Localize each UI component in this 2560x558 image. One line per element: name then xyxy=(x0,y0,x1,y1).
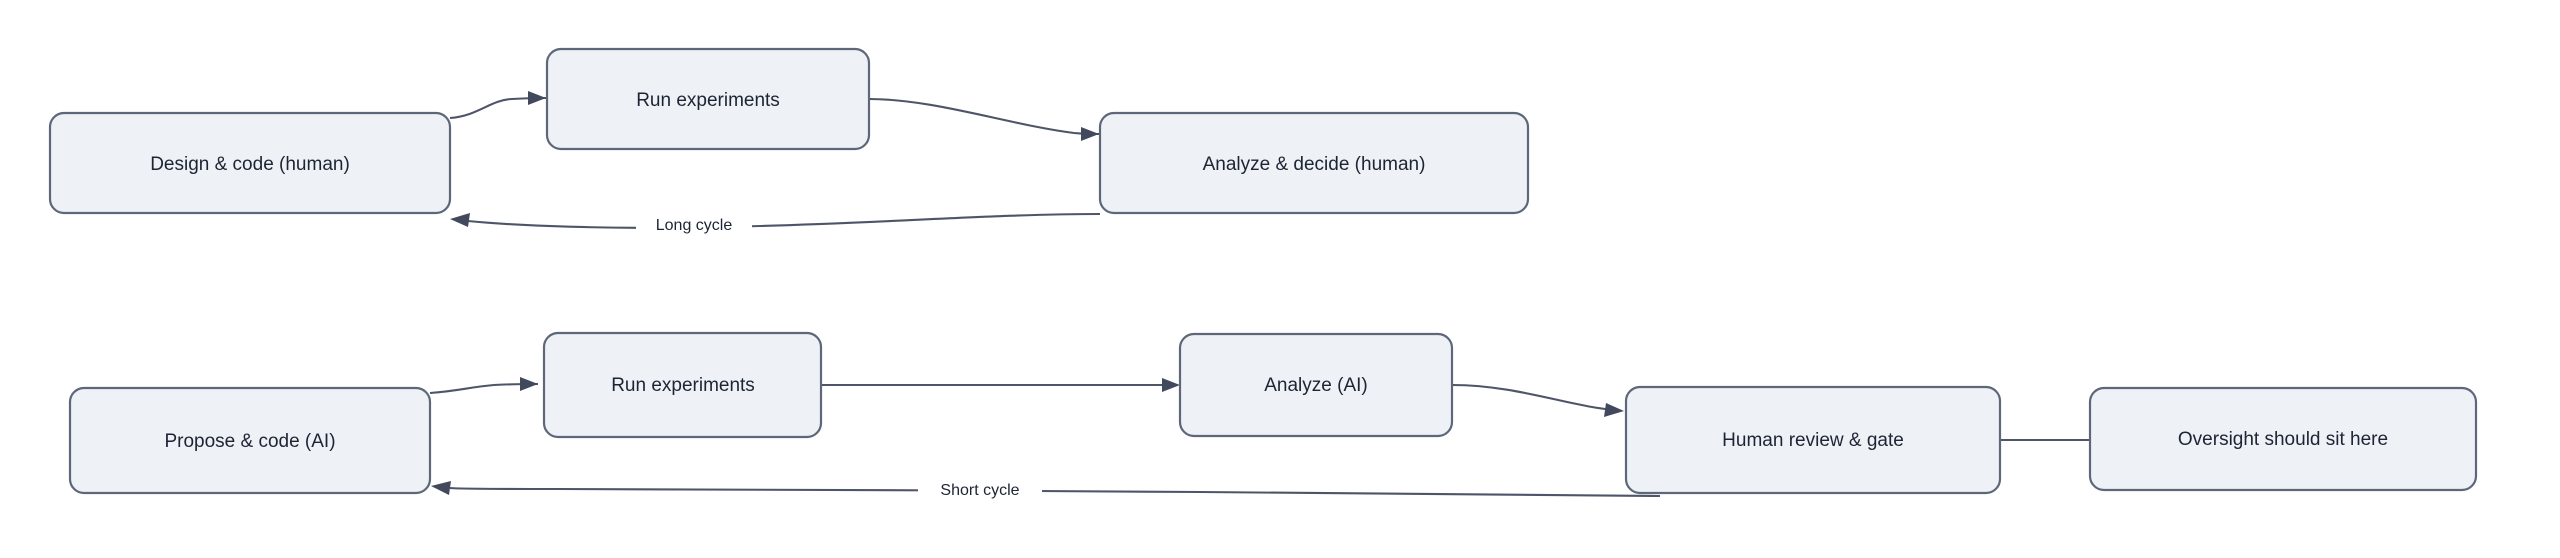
edge-propose-to-run xyxy=(429,377,539,395)
edge-analyze-to-review-arrowhead xyxy=(1604,403,1624,417)
node-analyze-decide-human[interactable]: Analyze & decide (human) xyxy=(1098,111,1530,215)
edge-analyze-to-review xyxy=(1451,383,1624,417)
node-design-code-human-box[interactable] xyxy=(48,111,452,215)
edge-run-to-analyze-arrowhead xyxy=(1081,127,1099,141)
edge-analyze-to-design-arrowhead xyxy=(450,213,470,227)
edge-review-to-propose-line xyxy=(449,486,1661,498)
node-oversight-note[interactable]: Oversight should sit here xyxy=(2088,386,2478,492)
edge-run-to-analyze-line xyxy=(868,97,1100,136)
edge-analyze-to-design-label: Long cycle xyxy=(656,217,733,234)
edge-review-to-propose-arrowhead xyxy=(431,481,451,495)
edge-analyze-to-design: Long cycle xyxy=(450,212,1101,236)
node-analyze-decide-human-box[interactable] xyxy=(1098,111,1530,215)
node-propose-code-ai[interactable]: Propose & code (AI) xyxy=(68,386,432,495)
node-human-review-gate[interactable]: Human review & gate xyxy=(1624,385,2002,495)
node-oversight-note-box[interactable] xyxy=(2088,386,2478,492)
edge-analyze-to-design-label-bg xyxy=(636,214,752,236)
node-run-experiments-ai[interactable]: Run experiments xyxy=(542,331,823,439)
edge-review-to-propose-label: Short cycle xyxy=(940,482,1019,499)
edge-design-to-run xyxy=(449,91,547,120)
edge-propose-to-run-arrowhead xyxy=(520,377,538,391)
node-propose-code-ai-box[interactable] xyxy=(68,386,432,495)
node-analyze-ai[interactable]: Analyze (AI) xyxy=(1178,332,1454,438)
node-analyze-ai-box[interactable] xyxy=(1178,332,1454,438)
edge-review-to-propose: Short cycle xyxy=(431,479,1661,501)
edge-run-to-analyze-ai xyxy=(821,378,1180,392)
edge-run-to-analyze xyxy=(868,97,1100,141)
edge-analyze-to-review-line xyxy=(1451,383,1619,412)
node-run-experiments-human[interactable]: Run experiments xyxy=(545,47,871,151)
node-human-review-gate-box[interactable] xyxy=(1624,385,2002,495)
node-run-experiments-ai-box[interactable] xyxy=(542,331,823,439)
node-run-experiments-human-box[interactable] xyxy=(545,47,871,151)
edge-analyze-to-design-line xyxy=(467,212,1101,229)
edge-design-to-run-arrowhead xyxy=(528,91,546,105)
edge-review-to-propose-label-bg xyxy=(918,479,1042,501)
edge-run-to-analyze-ai-arrowhead xyxy=(1162,378,1180,392)
node-design-code-human[interactable]: Design & code (human) xyxy=(48,111,452,215)
